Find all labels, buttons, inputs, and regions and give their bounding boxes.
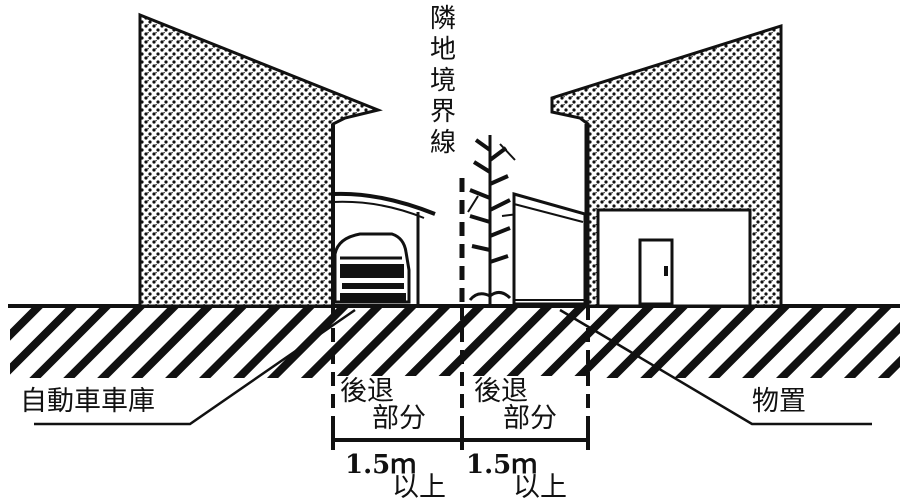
distance-right-value: 1.5ｍ — [466, 450, 538, 480]
setback-left-line1: 後退 — [340, 376, 394, 407]
plant — [467, 135, 519, 304]
storage-shed — [512, 192, 587, 306]
garage-label: 自動車車庫 — [20, 386, 155, 417]
right-house — [550, 23, 783, 308]
setback-lines — [331, 306, 590, 446]
distance-left-suffix: 以上 — [392, 472, 446, 503]
setback-left-line2: 部分 — [372, 403, 426, 434]
boundary-line-label: 隣 地 境 界 線 — [429, 4, 456, 158]
setback-right-line2: 部分 — [503, 403, 557, 434]
ground — [8, 304, 900, 378]
leader-lines — [34, 308, 872, 426]
dimension-line — [331, 430, 590, 450]
distance-left-value: 1.5ｍ — [345, 450, 417, 480]
left-house — [138, 12, 383, 308]
distance-right-suffix: 以上 — [513, 472, 567, 503]
car — [333, 232, 411, 304]
door-icon — [638, 238, 674, 306]
storage-label: 物置 — [752, 386, 806, 417]
carport — [332, 191, 436, 304]
setback-right-line1: 後退 — [474, 376, 528, 407]
